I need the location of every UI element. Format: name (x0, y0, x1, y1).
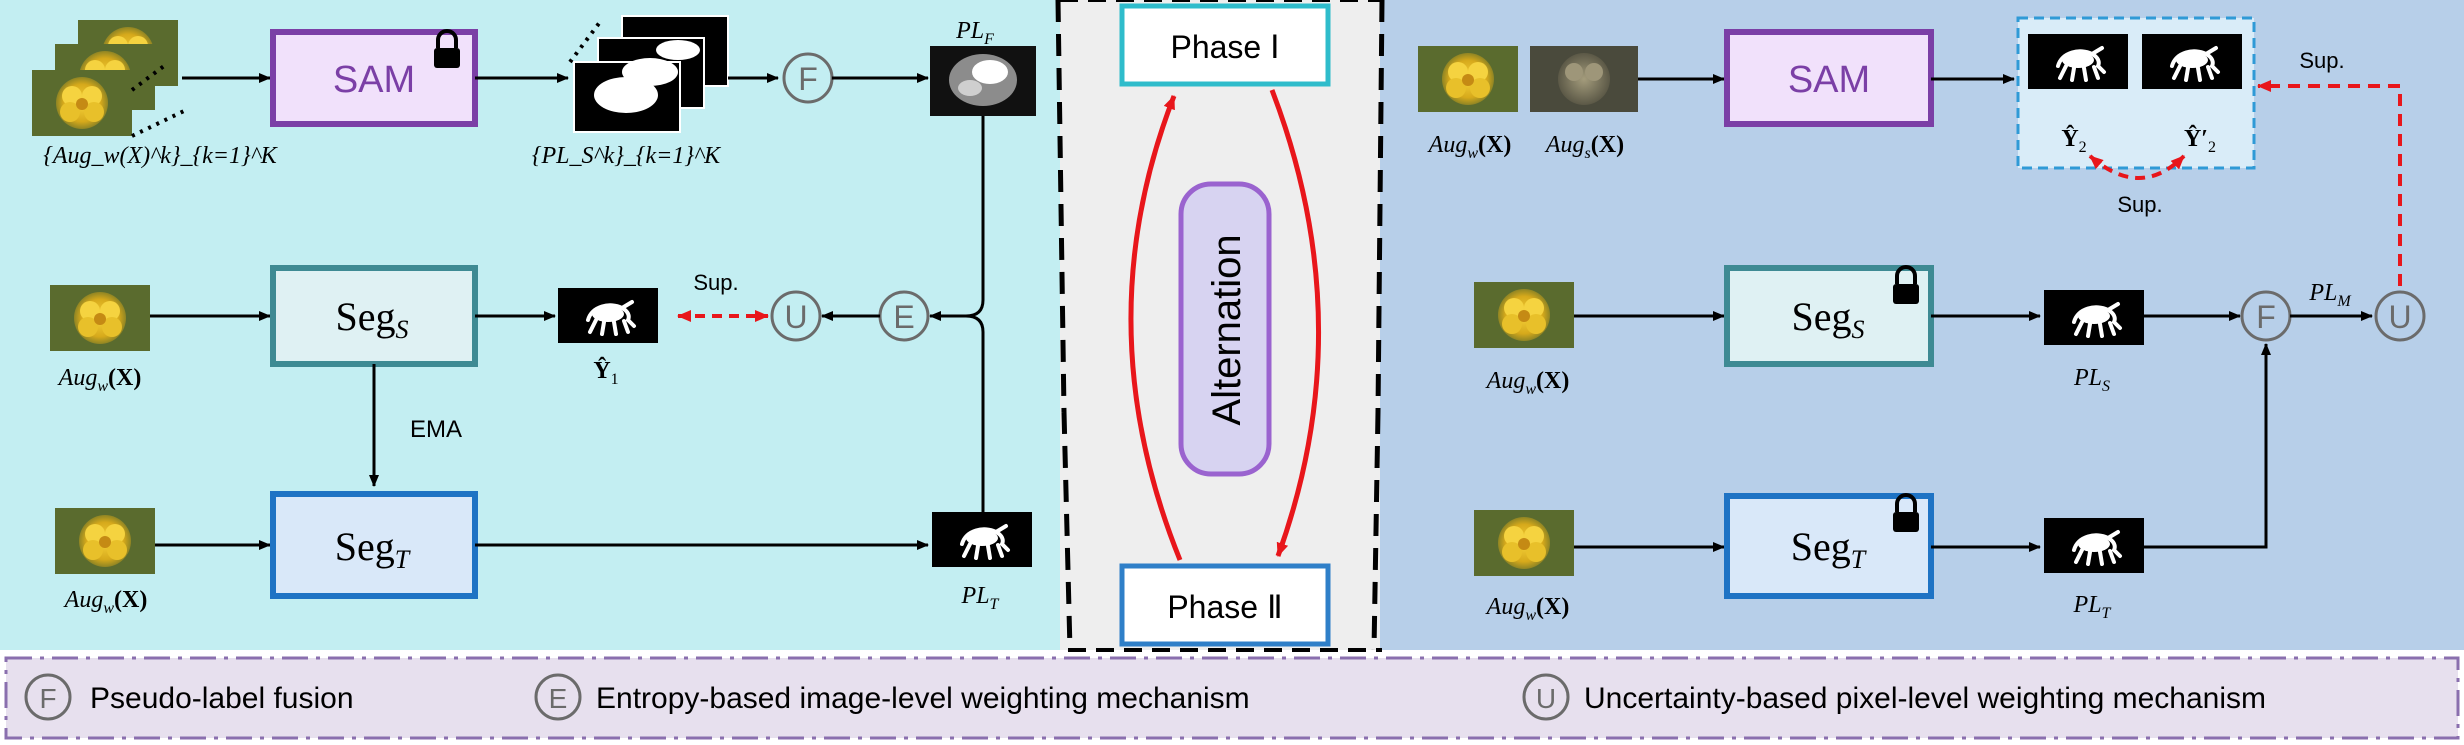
plt-caption-right: PLT (2073, 592, 2112, 622)
aug-image-segt-left (55, 508, 155, 574)
uncert-symbol-right: U (2388, 299, 2411, 335)
sup-label-bottom-right: Sup. (2117, 192, 2162, 217)
legend-box (4, 656, 2460, 740)
aug-caption-segs-left: Augw(X) (57, 365, 142, 395)
sam-block-left (270, 29, 478, 127)
sup-arrow-top-right (2257, 80, 2402, 286)
uncert-symbol-left: U (784, 299, 807, 335)
phase2-box (1119, 563, 1331, 647)
pl-set-caption: {PL_S^k}_{k=1}^K (532, 143, 722, 169)
ema-label: EMA (410, 416, 462, 443)
left-divider-lower (1061, 411, 1073, 651)
augs-caption-top-right: Augs(X) (1544, 132, 1624, 162)
plf-image (930, 46, 1036, 116)
y2p-caption: Ŷ′2 (2184, 125, 2216, 156)
lock-icon (434, 29, 460, 68)
segt-label-left: SegT (335, 524, 411, 574)
legend-entropy-icon (534, 673, 582, 721)
y2-caption: Ŷ2 (2061, 125, 2086, 156)
segt-block-left (270, 491, 478, 599)
phase2-label: Phase Ⅱ (1167, 589, 1282, 625)
phase1-label: Phase Ⅰ (1170, 29, 1279, 65)
left-divider (1055, 0, 1067, 413)
legend-text-3: Uncertainty-based pixel-level weighting … (1584, 682, 2266, 715)
arrow-phase1-to-phase2 (1269, 89, 1322, 557)
augw-caption-top-right: Augw(X) (1427, 132, 1512, 162)
right-divider-lower (1371, 411, 1381, 651)
uncert-circle-right (2374, 290, 2426, 342)
lock-icon-segs-right (1893, 265, 1919, 304)
pl-mask-stack (568, 15, 729, 133)
plt-mask-right (2042, 516, 2146, 575)
legend-symbol-3: U (1536, 683, 1556, 714)
pls-caption: PLS (2073, 365, 2110, 395)
uncert-circle-left (770, 290, 822, 342)
sup-label-top-right: Sup. (2299, 48, 2344, 73)
alternation-label: Alternation (1205, 234, 1249, 425)
legend-text-1: Pseudo-label fusion (90, 682, 354, 715)
phase1-box (1119, 3, 1331, 87)
fusion-symbol-right: F (2256, 299, 2276, 335)
plt-mask-left (930, 510, 1034, 569)
y1-caption: Ŷ1 (593, 357, 618, 388)
alternation-box (1178, 181, 1272, 477)
aug-caption-segs-right: Augw(X) (1485, 368, 1570, 398)
sup-arrow-y2 (2088, 154, 2186, 180)
sam-label-left: SAM (333, 59, 415, 101)
plf-caption: PLF (955, 18, 994, 48)
legend-fusion-icon (24, 673, 72, 721)
augs-image-top-right (1530, 46, 1638, 112)
legend-text-2: Entropy-based image-level weighting mech… (596, 682, 1250, 715)
arrow-phase2-to-phase1 (1128, 95, 1183, 561)
aug-set-caption: {Aug_w(X)^k}_{k=1}^K (43, 143, 278, 169)
arrow-plt-to-fusion-right (2144, 343, 2271, 549)
aug-caption-segt-left: Augw(X) (63, 587, 148, 617)
segt-label-right: SegT (1791, 524, 1867, 574)
segs-label-right: SegS (1792, 294, 1865, 344)
sam-label-right: SAM (1788, 59, 1870, 101)
aug-image-segs-right (1474, 282, 1574, 348)
plt-caption-left: PLT (961, 583, 1000, 613)
sup-label-left: Sup. (693, 270, 738, 295)
entropy-symbol-left: E (893, 299, 914, 335)
legend-uncert-icon (1522, 673, 1570, 721)
line-plt-to-merge (965, 314, 985, 500)
legend-symbol-2: E (549, 683, 568, 714)
plm-caption: PLM (2308, 280, 2352, 310)
augw-image-top-right (1418, 46, 1518, 112)
y2p-mask (2140, 32, 2244, 91)
aug-image-segt-right (1474, 510, 1574, 576)
segs-label-left: SegS (336, 294, 409, 344)
y2-mask (2026, 32, 2130, 91)
sam-block-right (1724, 29, 1934, 127)
right-divider (1375, 0, 1385, 413)
aug-caption-segt-right: Augw(X) (1485, 594, 1570, 624)
lock-icon-segt-right (1893, 493, 1919, 532)
legend-symbol-1: F (39, 683, 56, 714)
aug-image-stack (32, 20, 187, 138)
phase1-panel-lower (0, 412, 1060, 650)
pls-mask (2042, 288, 2146, 347)
fusion-symbol-left: F (798, 61, 818, 97)
